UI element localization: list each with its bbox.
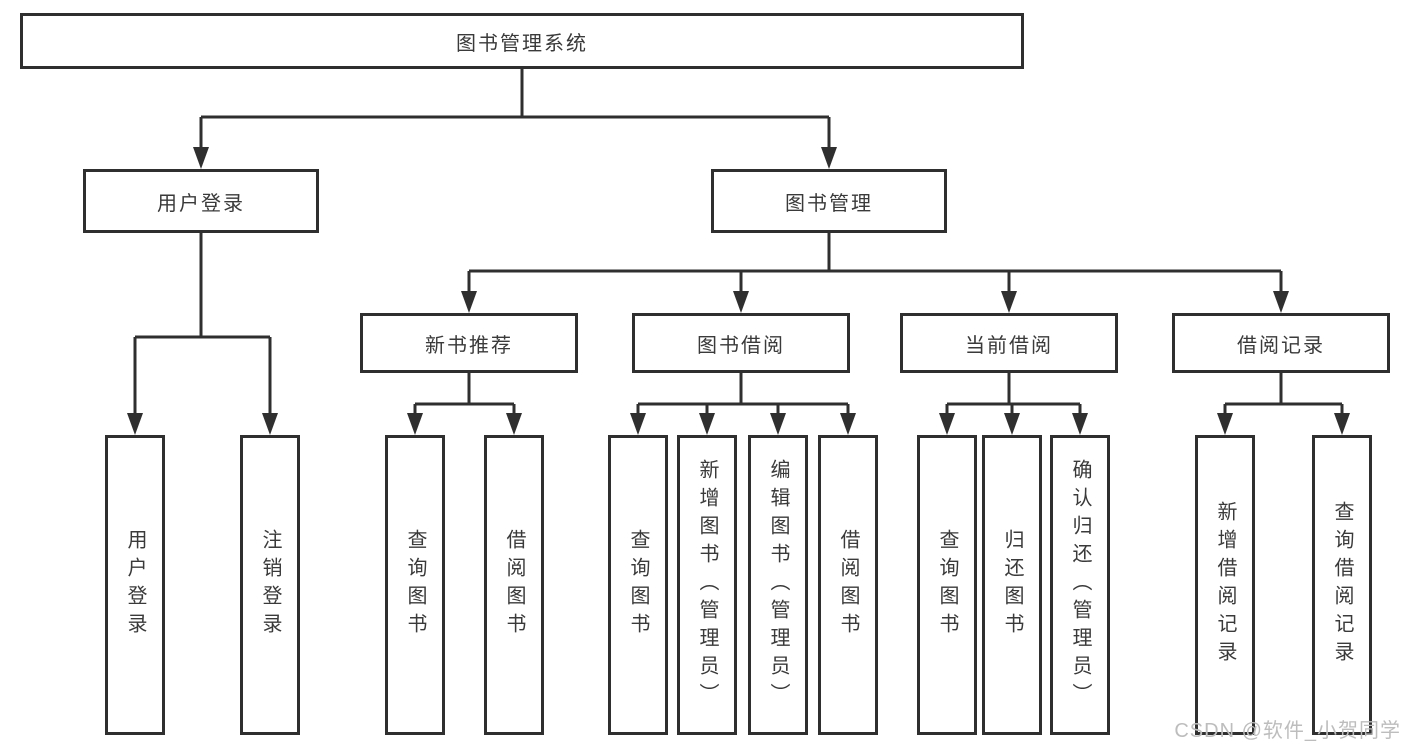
leaf-add-books-admin: 新增图书（管理员）	[677, 435, 737, 735]
leaf-query-books-current: 查询图书	[917, 435, 977, 735]
node-label: 当前借阅	[965, 334, 1053, 357]
csdn-watermark: CSDN @软件_小贺同学	[1174, 720, 1401, 742]
leaf-logout: 注销登录	[240, 435, 300, 735]
node-current-borrowing: 当前借阅	[900, 313, 1118, 373]
node-label: 借阅记录	[1237, 334, 1325, 357]
node-label: 查询借阅记录	[1331, 501, 1353, 669]
node-book-management: 图书管理	[711, 169, 947, 233]
node-label: 借阅图书	[503, 529, 525, 641]
node-library-management-system: 图书管理系统	[20, 13, 1024, 69]
node-label: 注销登录	[259, 529, 281, 641]
node-book-borrowing: 图书借阅	[632, 313, 850, 373]
node-label: 编辑图书（管理员）	[767, 459, 789, 711]
node-user-login: 用户登录	[83, 169, 319, 233]
leaf-user-login: 用户登录	[105, 435, 165, 735]
node-borrowing-records: 借阅记录	[1172, 313, 1390, 373]
node-label: 查询图书	[404, 529, 426, 641]
leaf-query-books-recommend: 查询图书	[385, 435, 445, 735]
leaf-edit-books-admin: 编辑图书（管理员）	[748, 435, 808, 735]
node-label: 用户登录	[157, 192, 245, 215]
node-label: 图书管理系统	[456, 32, 588, 55]
node-label: 用户登录	[124, 529, 146, 641]
node-label: 查询图书	[627, 529, 649, 641]
leaf-borrow-books-recommend: 借阅图书	[484, 435, 544, 735]
node-label: 借阅图书	[837, 529, 859, 641]
leaf-borrow-books-borrowing: 借阅图书	[818, 435, 878, 735]
node-label: 确认归还（管理员）	[1069, 459, 1091, 711]
leaf-query-books-borrowing: 查询图书	[608, 435, 668, 735]
leaf-confirm-return-admin: 确认归还（管理员）	[1050, 435, 1110, 735]
leaf-query-borrow-record: 查询借阅记录	[1312, 435, 1372, 735]
node-label: 图书借阅	[697, 334, 785, 357]
node-label: 新增图书（管理员）	[696, 459, 718, 711]
node-label: 归还图书	[1001, 529, 1023, 641]
node-label: 图书管理	[785, 192, 873, 215]
node-label: 查询图书	[936, 529, 958, 641]
leaf-return-books: 归还图书	[982, 435, 1042, 735]
node-new-book-recommend: 新书推荐	[360, 313, 578, 373]
leaf-add-borrow-record: 新增借阅记录	[1195, 435, 1255, 735]
node-label: 新增借阅记录	[1214, 501, 1236, 669]
node-label: 新书推荐	[425, 334, 513, 357]
